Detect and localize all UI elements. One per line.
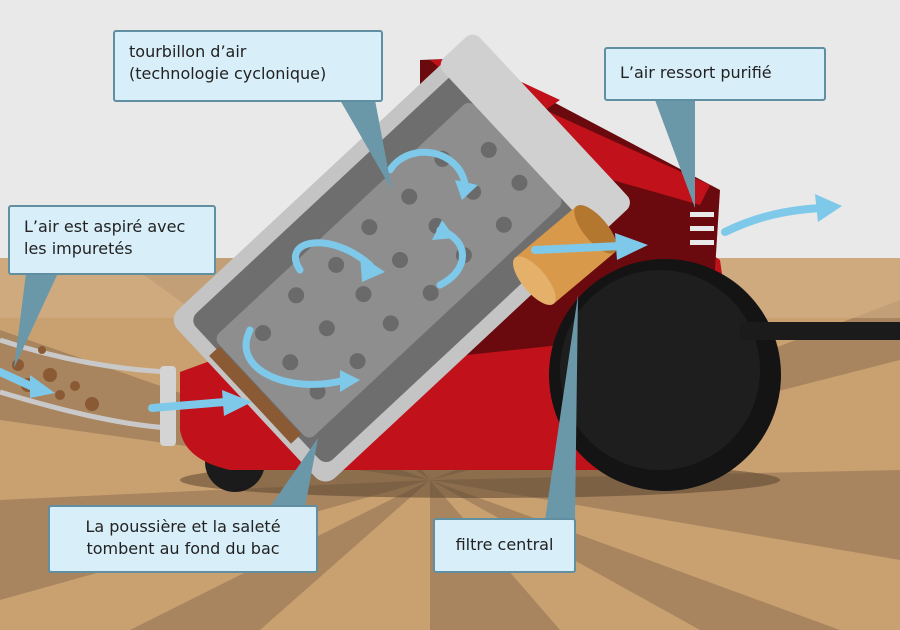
- label-cyclone: tourbillon d’air (technologie cyclonique…: [113, 30, 383, 102]
- label-dust-line2: tombent au fond du bac: [86, 539, 280, 558]
- handle: [740, 322, 900, 340]
- label-cyclone-line2: (technologie cyclonique): [129, 64, 327, 83]
- exhaust-vents: [690, 212, 714, 245]
- label-dust-line1: La poussière et la saleté: [85, 517, 281, 536]
- callout-pointers: [14, 100, 695, 520]
- label-exhaust-text: L’air ressort purifié: [620, 63, 772, 82]
- label-intake: L’air est aspiré avec les impuretés: [8, 205, 216, 275]
- label-exhaust: L’air ressort purifié: [604, 47, 826, 101]
- airflow-arrows: [0, 204, 824, 412]
- label-intake-line1: L’air est aspiré avec: [24, 217, 186, 236]
- label-filter-text: filtre central: [455, 535, 554, 554]
- label-dust: La poussière et la saleté tombent au fon…: [48, 505, 318, 573]
- central-filter: [512, 205, 618, 305]
- label-filter: filtre central: [433, 518, 576, 573]
- label-cyclone-line1: tourbillon d’air: [129, 42, 247, 61]
- label-intake-line2: les impuretés: [24, 239, 133, 258]
